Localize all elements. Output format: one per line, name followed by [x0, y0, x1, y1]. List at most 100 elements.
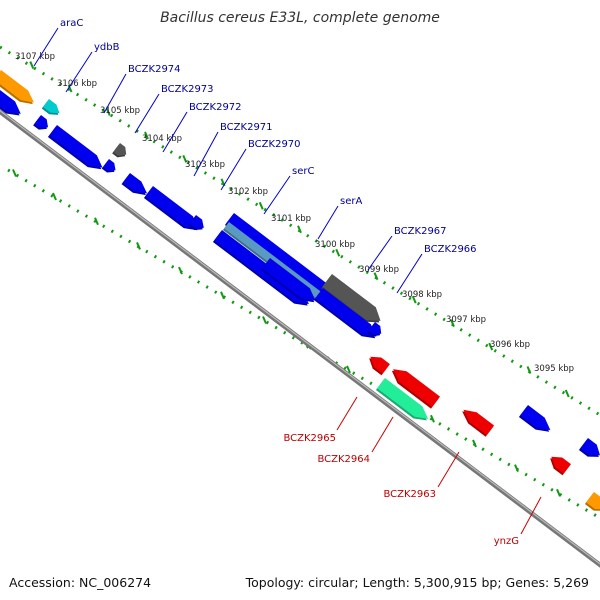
ruler-label-3096-kbp: 3096 kbp: [490, 340, 530, 350]
gene-bczk2964-rna[interactable]: [377, 378, 432, 424]
ruler-tick: [178, 266, 183, 275]
ruler-label-3095-kbp: 3095 kbp: [534, 364, 574, 374]
gene-bczk2966-c[interactable]: [368, 322, 384, 338]
label-line-bczk2965: [336, 396, 358, 431]
gene-label-serc[interactable]: serC: [292, 166, 314, 177]
ruler-tick: [373, 272, 379, 281]
gene-bczk2970-a[interactable]: [122, 173, 151, 198]
gene-arac[interactable]: [0, 70, 38, 107]
ruler-label-3100-kbp: 3100 kbp: [315, 240, 355, 250]
ruler-tick: [472, 439, 477, 448]
gene-bczk2967[interactable]: [322, 274, 385, 327]
label-line-ydbb: [65, 51, 93, 93]
ruler-tick: [556, 488, 561, 497]
ruler-tick: [67, 84, 73, 93]
ruler-tick: [220, 291, 225, 300]
ruler-tick: [346, 365, 351, 374]
label-line-bczk2967: [367, 235, 393, 271]
label-line-bczk2964: [371, 416, 394, 453]
label-line-bczk2966: [396, 253, 423, 294]
gene-ynzg[interactable]: [548, 452, 571, 474]
ruler-tick: [182, 155, 188, 163]
gene-label-bczk2974[interactable]: BCZK2974: [128, 64, 181, 75]
gene-label-ydbb[interactable]: ydbB: [94, 42, 120, 53]
gene-bczk2966-a[interactable]: [262, 258, 319, 306]
map-title: Bacillus cereus E33L, complete genome: [160, 10, 440, 26]
ruler-tick: [136, 242, 141, 250]
ruler-tick: [411, 295, 417, 304]
ruler-label-3103-kbp: 3103 kbp: [185, 160, 225, 170]
ruler-tick: [514, 464, 519, 473]
ruler-tick: [94, 217, 99, 226]
label-line-bczk2971: [193, 131, 219, 177]
ruler-tick: [526, 366, 532, 374]
label-line-arac: [33, 27, 59, 67]
ruler-label-3097-kbp: 3097 kbp: [446, 315, 486, 325]
gene-bczk2972[interactable]: [113, 143, 129, 159]
label-line-bczk2970: [220, 148, 247, 191]
gene-label-ynzg[interactable]: ynzG: [494, 536, 519, 547]
gene-label-bczk2967[interactable]: BCZK2967: [394, 226, 447, 237]
ruler-label-3102-kbp: 3102 kbp: [228, 187, 268, 197]
ruler-tick: [105, 108, 111, 116]
gene-label-bczk2971[interactable]: BCZK2971: [220, 122, 273, 133]
gene-serc[interactable]: [226, 213, 336, 301]
ruler-label-3106-kbp: 3106 kbp: [57, 79, 97, 89]
ruler-tick: [29, 61, 35, 69]
gene-label-bczk2963[interactable]: BCZK2963: [383, 489, 436, 500]
ruler-label-3098-kbp: 3098 kbp: [402, 290, 442, 300]
ruler-tick: [12, 169, 17, 177]
ruler-label-3101-kbp: 3101 kbp: [271, 214, 311, 224]
gene-label-sera[interactable]: serA: [340, 196, 362, 207]
gene-araC-partner[interactable]: [0, 87, 25, 119]
gene-label-bczk2973[interactable]: BCZK2973: [161, 84, 214, 95]
ruler-tick: [430, 414, 435, 423]
ruler-tick: [262, 316, 267, 324]
gene-bczk2966-b[interactable]: [315, 288, 380, 342]
gene-ydbb[interactable]: [42, 99, 63, 117]
gene-bczk2964[interactable]: [389, 364, 441, 407]
gene-serc-b[interactable]: [189, 215, 207, 232]
label-line-bczk2972: [162, 111, 188, 153]
gene-bczk2973[interactable]: [49, 125, 106, 173]
ruler-tick: [335, 248, 341, 257]
ruler-label-3107-kbp: 3107 kbp: [15, 52, 55, 62]
label-line-bczk2974: [103, 73, 127, 114]
gene-sera-overlap[interactable]: [224, 222, 330, 305]
gene-bczk2963[interactable]: [460, 405, 495, 436]
label-line-bczk2973: [134, 93, 160, 134]
label-line-bczk2963: [437, 451, 460, 488]
gene-label-bczk2972[interactable]: BCZK2972: [189, 102, 242, 113]
ruler-tick: [258, 201, 264, 210]
ruler-label-3105-kbp: 3105 kbp: [100, 106, 140, 116]
ruler-tick: [488, 342, 494, 351]
ruler-label-3099-kbp: 3099 kbp: [359, 265, 399, 275]
gene-right-other[interactable]: [586, 492, 600, 514]
gene-label-bczk2965[interactable]: BCZK2965: [283, 433, 336, 444]
accession-text: Accession: NC_006274: [9, 575, 152, 590]
gene-bczk2970-b[interactable]: [145, 186, 202, 234]
gene-label-arac[interactable]: araC: [60, 18, 83, 29]
ruler-tick: [297, 225, 302, 234]
genome-backbone: [0, 108, 600, 568]
ruler-label-3104-kbp: 3104 kbp: [142, 134, 182, 144]
ruler-tick: [450, 319, 455, 327]
gene-label-bczk2970[interactable]: BCZK2970: [248, 139, 301, 150]
ruler-tick: [564, 389, 570, 398]
genome-backbone-highlight: [0, 110, 600, 565]
topology-text: Topology: circular; Length: 5,300,915 bp…: [245, 575, 589, 590]
gene-label-bczk2966[interactable]: BCZK2966: [424, 244, 477, 255]
label-line-sera: [317, 205, 339, 240]
gene-right-fwd-2[interactable]: [580, 438, 600, 460]
gene-bczk2965[interactable]: [367, 352, 390, 374]
gene-label-bczk2964[interactable]: BCZK2964: [317, 454, 370, 465]
gene-bczk2971[interactable]: [102, 159, 119, 174]
gene-bczk2974[interactable]: [34, 115, 51, 132]
label-line-ynzg: [520, 496, 542, 535]
ruler-tick: [52, 192, 57, 201]
ruler-tick: [144, 131, 149, 140]
gene-right-fwd-1[interactable]: [520, 405, 554, 435]
label-line-serc: [263, 175, 291, 215]
